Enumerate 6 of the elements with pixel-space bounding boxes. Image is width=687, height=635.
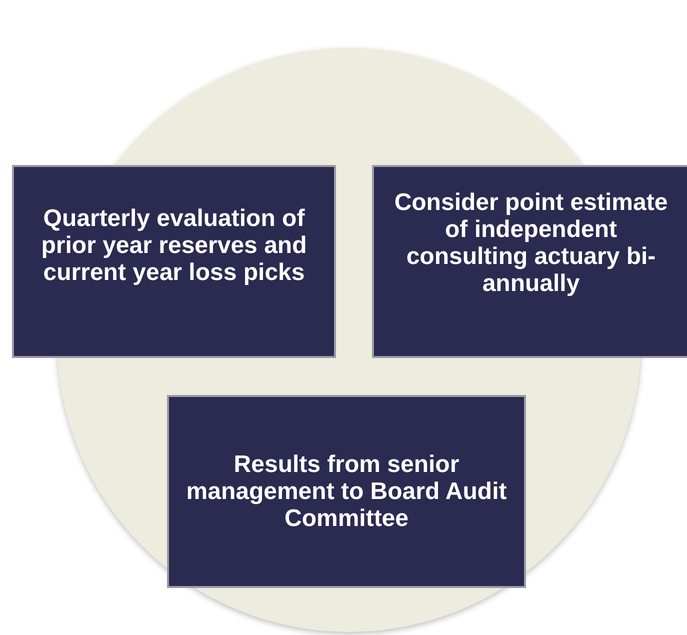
text-box (372, 165, 687, 358)
box-text: Consider point estimate of independent consulting actuary bi-annually (393, 189, 669, 297)
box-text: Quarterly evaluation of prior year reserves and current year loss picks (40, 205, 308, 286)
text-box (167, 395, 526, 588)
box-text: Results from senior management to Board Audit Committee (185, 451, 508, 532)
text-box (12, 165, 336, 358)
